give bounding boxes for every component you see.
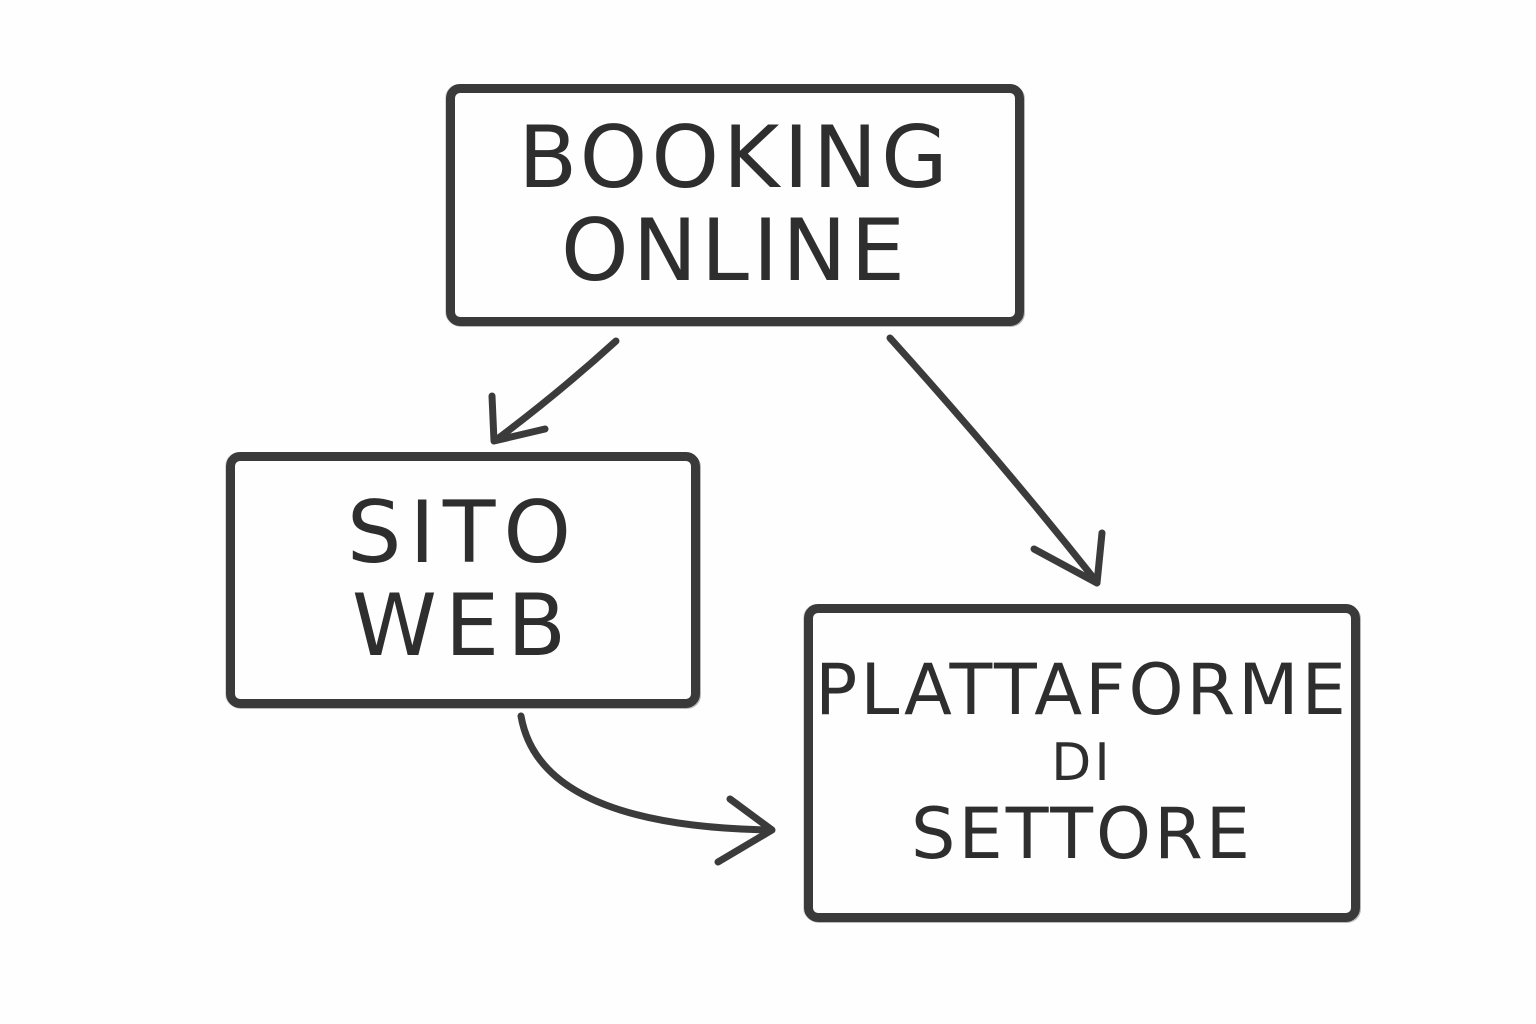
node-piattaforme-line2: DI: [1051, 732, 1113, 793]
arrow-booking-to-piattaforme: [886, 334, 1106, 587]
arrow-booking-to-sito: [488, 337, 620, 445]
node-booking-online: BOOKING ONLINE: [446, 84, 1024, 326]
node-piattaforme-line3: SETTORE: [911, 793, 1253, 876]
node-sito-line2: WEB: [351, 576, 575, 676]
node-sito-web: SITO WEB: [226, 452, 700, 708]
arrow-sito-to-piattaforme: [517, 712, 776, 866]
node-sito-line1: SITO: [346, 483, 580, 584]
node-booking-line1: BOOKING: [518, 108, 952, 209]
node-booking-line2: ONLINE: [561, 201, 909, 301]
node-piattaforme-di-settore: PLATTAFORME DI SETTORE: [804, 604, 1360, 922]
node-piattaforme-line1: PLATTAFORME: [815, 649, 1349, 732]
